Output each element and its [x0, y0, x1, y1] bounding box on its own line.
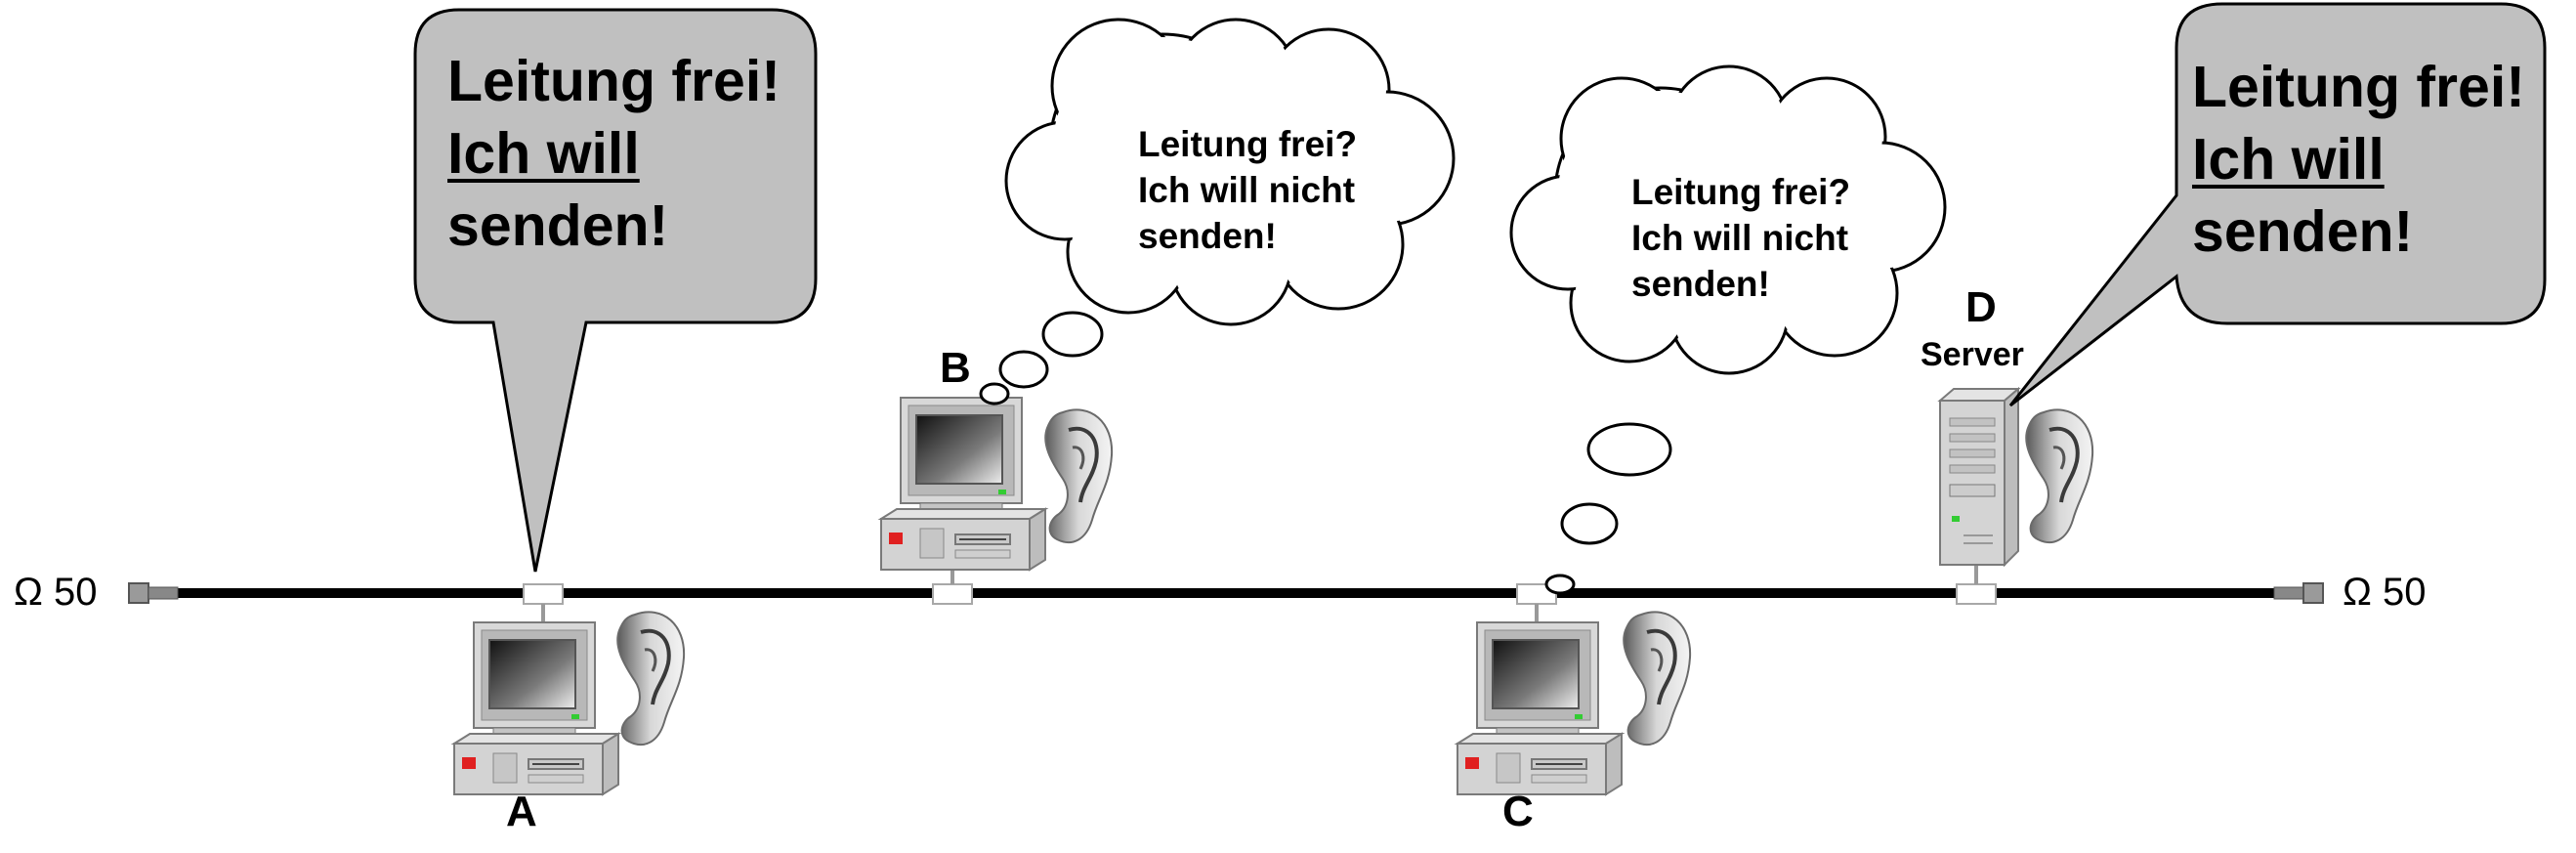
thought-b-line1: Leitung frei? [1138, 124, 1358, 164]
thought-c-line1: Leitung frei? [1631, 172, 1851, 212]
speech-d-line1: Leitung frei! [2192, 55, 2525, 119]
bus-tap-a [523, 583, 564, 605]
speech-text-a: Leitung frei! Ich will senden! [447, 45, 781, 262]
computer-a [453, 621, 619, 795]
terminator-right [2273, 582, 2324, 604]
speech-text-d: Leitung frei! Ich will senden! [2192, 51, 2525, 268]
ear-icon-d [2024, 407, 2095, 545]
speech-d-line2: Ich will [2192, 127, 2385, 192]
terminator-left [128, 582, 179, 604]
server-d [1937, 386, 2021, 568]
computer-c [1457, 621, 1623, 795]
thought-text-c: Leitung frei? Ich will nicht senden! [1631, 169, 1850, 307]
terminator-left-label: Ω 50 [14, 571, 98, 614]
thought-b-line3: senden! [1138, 216, 1277, 256]
speech-bubble-d [2008, 2, 2547, 407]
station-d-label: D [1965, 283, 1997, 331]
thought-dots-b [979, 311, 1104, 405]
station-b-label: B [940, 344, 971, 392]
terminator-right-label: Ω 50 [2343, 571, 2427, 614]
speech-a-line1: Leitung frei! [447, 49, 781, 113]
bus-tap-d [1956, 583, 1997, 605]
bus-cable [176, 588, 2276, 598]
speech-a-line3: senden! [447, 193, 669, 258]
bus-tap-b [932, 583, 973, 605]
thought-text-b: Leitung frei? Ich will nicht senden! [1138, 121, 1357, 259]
ear-icon-b [1043, 407, 1115, 545]
station-d-sublabel: Server [1921, 336, 2024, 373]
ear-icon-c [1622, 610, 1693, 747]
speech-d-line3: senden! [2192, 199, 2414, 264]
ear-icon-a [615, 610, 687, 747]
thought-c-line2: Ich will nicht [1631, 218, 1849, 258]
thought-c-line3: senden! [1631, 264, 1770, 304]
station-c-label: C [1502, 788, 1534, 835]
thought-b-line2: Ich will nicht [1138, 170, 1356, 210]
computer-b [880, 397, 1046, 571]
thought-dots-c [1544, 422, 1672, 595]
speech-bubble-a [413, 8, 818, 573]
speech-a-line2: Ich will [447, 121, 640, 186]
station-a-label: A [506, 788, 537, 835]
